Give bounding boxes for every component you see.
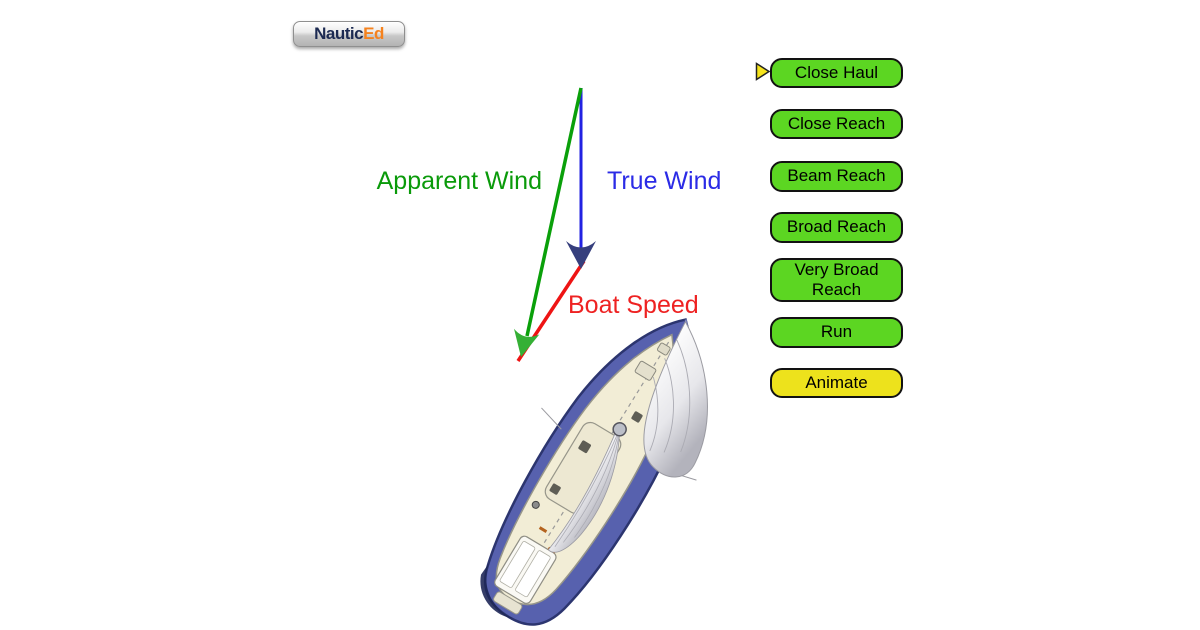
genoa-seam [676,339,691,453]
apparent-wind-label: Apparent Wind [376,167,542,195]
close-reach-button[interactable]: Close Reach [770,109,903,139]
beam-reach-button[interactable]: Beam Reach [770,161,903,192]
deck-hatch [631,411,643,423]
mast [612,422,627,437]
close-haul-button[interactable]: Close Haul [770,58,903,88]
apparent-wind-arrowhead [514,328,540,357]
genoa-sail [643,320,708,478]
logo-text-secondary: Ed [363,24,384,43]
cockpit-seat [515,550,551,598]
mainsail-seam [554,429,621,547]
sailboat-top-view [480,318,708,626]
winch [531,500,540,509]
foredeck-hatch [634,360,657,381]
mainsail-seam [563,429,621,543]
very-broad-reach-button[interactable]: Very Broad Reach [770,258,903,302]
run-button[interactable]: Run [770,317,903,348]
genoa-seam [649,377,659,452]
genoa-seam [663,358,674,453]
boat-stern-shadow [480,563,514,619]
apparent-wind-vector [525,87,583,337]
broad-reach-button[interactable]: Broad Reach [770,212,903,243]
cockpit-seat [499,541,536,588]
deck-fitting [538,526,548,533]
transom [493,591,523,615]
deck-hatch [578,440,591,454]
port-spreader [541,407,562,430]
anchor-locker [656,342,671,356]
true-wind-label: True Wind [607,167,722,195]
boat-speed-label: Boat Speed [568,291,699,319]
mainsail [547,428,621,553]
deck-hatch [549,483,561,495]
triangle-right-icon [755,62,771,81]
wind-vector-triangle [514,87,596,362]
logo-text-primary: Nautic [314,24,364,43]
deck-centerline [512,341,670,595]
true-wind-arrowhead [566,241,596,269]
mainsail-seam [574,429,621,538]
animate-button[interactable]: Animate [770,368,903,398]
